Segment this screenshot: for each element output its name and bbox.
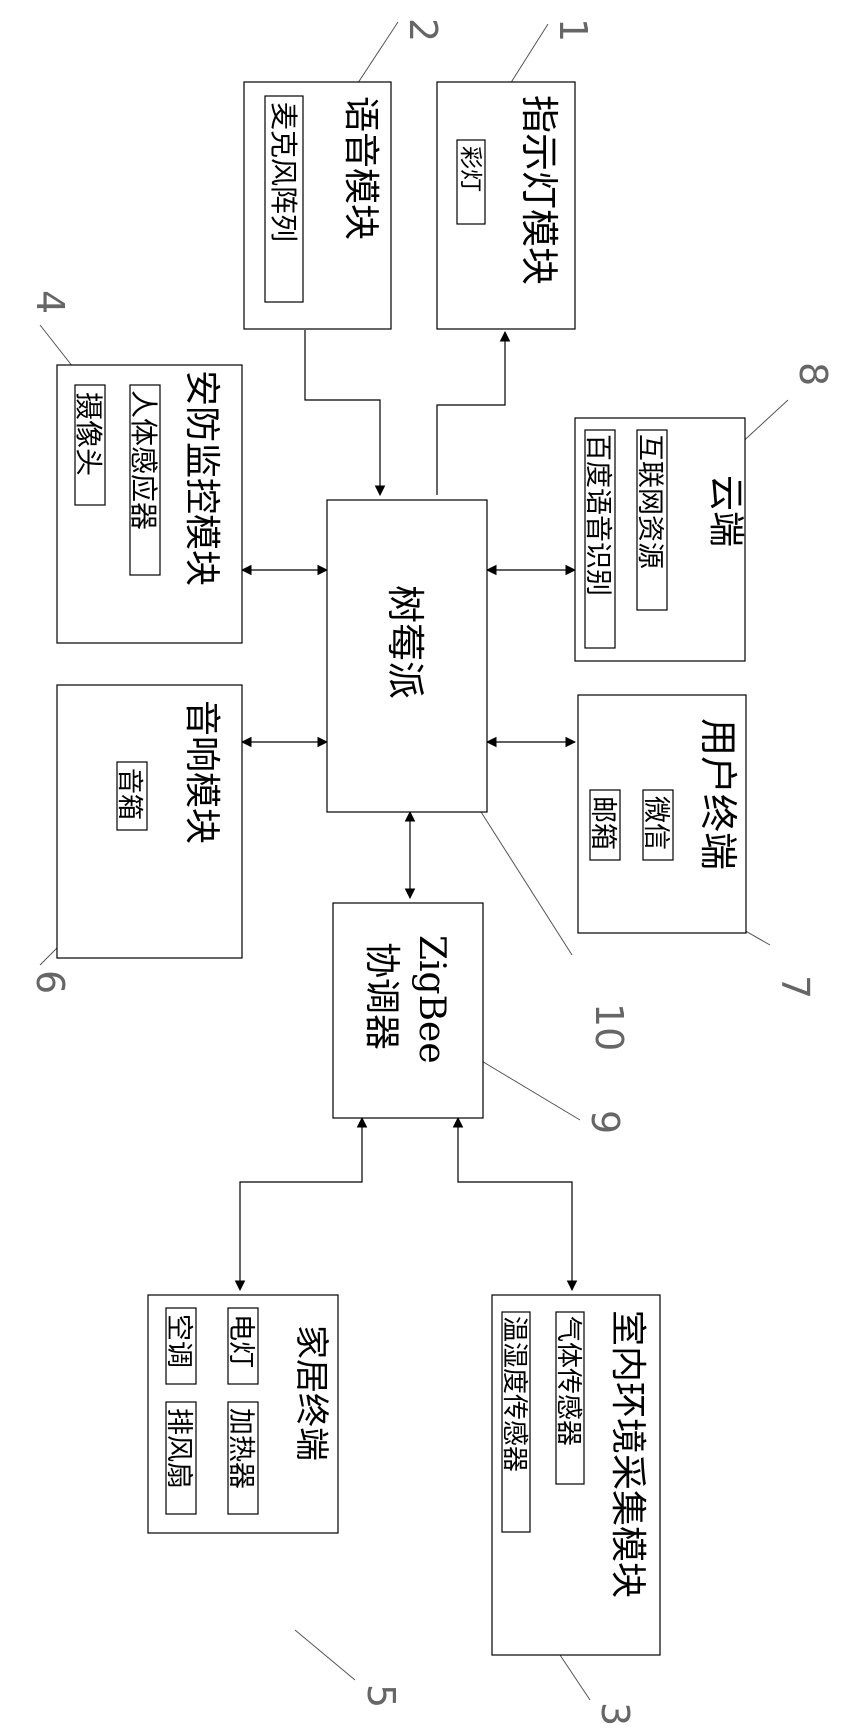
audio-module-title: 音响模块 <box>181 700 222 844</box>
item-camera: 摄像头 <box>72 392 105 476</box>
item-baidu-speech: 百度语音识别 <box>582 434 613 596</box>
ref-number-5: 5 <box>359 1684 403 1708</box>
voice-module: 语音模块 麦克风阵列 <box>244 82 391 329</box>
security-module: 安防监控模块 人体感应器 摄像头 <box>57 365 242 643</box>
zigbee-home-arrow <box>240 1118 362 1290</box>
audio-module: 音响模块 音箱 <box>57 685 242 958</box>
ref-number-2: 2 <box>401 18 445 42</box>
indicator-module: 指示灯模块 彩灯 <box>437 82 575 329</box>
security-module-title: 安防监控模块 <box>181 370 222 586</box>
item-internet-resources: 互联网资源 <box>634 434 665 569</box>
item-speaker: 音箱 <box>114 768 144 820</box>
voice-to-raspberry-arrow <box>305 330 380 495</box>
environment-module-title: 室内环境采集模块 <box>607 1310 648 1598</box>
item-colored-light: 彩灯 <box>457 146 483 192</box>
zigbee-coordinator: ZigBee 协调器 <box>333 903 483 1118</box>
item-mic-array: 麦克风阵列 <box>267 102 300 242</box>
zigbee-environment-arrow <box>458 1118 572 1290</box>
raspberry-to-indicator-arrow <box>437 332 505 495</box>
zigbee-title: ZigBee <box>411 935 452 1064</box>
ref-number-10: 10 <box>587 1003 631 1051</box>
item-heater: 加热器 <box>225 1408 256 1489</box>
item-temp-humidity-sensor: 温湿度传感器 <box>499 1316 529 1472</box>
ref-number-1: 1 <box>551 18 595 42</box>
item-wechat: 微信 <box>640 796 671 850</box>
indicator-module-title: 指示灯模块 <box>517 95 561 285</box>
raspberry-pi-title: 树莓派 <box>383 585 427 699</box>
coordinator-title: 协调器 <box>361 942 402 1050</box>
item-email: 邮箱 <box>587 796 618 850</box>
ref-number-7: 7 <box>773 975 817 999</box>
item-exhaust-fan: 排风扇 <box>163 1408 194 1489</box>
ref-number-4: 4 <box>28 290 72 314</box>
ref-number-3: 3 <box>593 1702 637 1726</box>
ref-number-6: 6 <box>28 970 72 994</box>
item-electric-light: 电灯 <box>225 1314 256 1368</box>
item-gas-sensor: 气体传感器 <box>553 1316 583 1446</box>
cloud-module-title: 云端 <box>705 475 746 547</box>
item-air-conditioner: 空调 <box>163 1314 194 1368</box>
user-terminal: 用户终端 微信 邮箱 <box>578 695 746 933</box>
raspberry-pi: 树莓派 <box>327 500 487 812</box>
ref-number-9: 9 <box>583 1110 627 1134</box>
environment-module: 室内环境采集模块 气体传感器 温湿度传感器 <box>492 1295 660 1655</box>
home-terminal: 家居终端 电灯 加热器 空调 排风扇 <box>148 1295 338 1533</box>
user-terminal-title: 用户终端 <box>696 718 740 870</box>
ref-number-8: 8 <box>791 362 835 386</box>
voice-module-title: 语音模块 <box>340 96 381 240</box>
home-terminal-title: 家居终端 <box>291 1325 331 1461</box>
cloud-module: 云端 互联网资源 百度语音识别 <box>575 418 746 661</box>
item-body-sensor: 人体感应器 <box>127 390 160 530</box>
